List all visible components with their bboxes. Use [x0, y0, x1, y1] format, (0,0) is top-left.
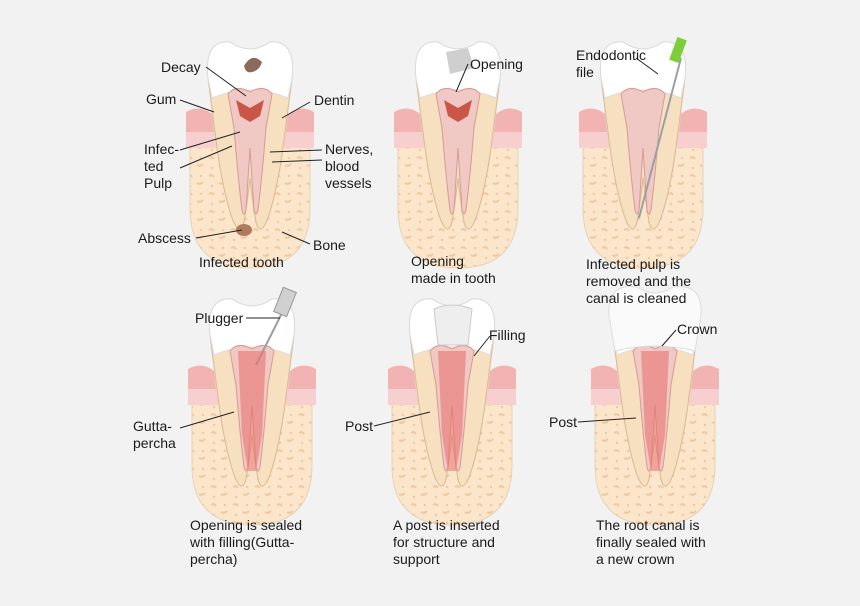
label-infected-pulp: Infec- ted Pulp	[144, 141, 180, 191]
gutta-percha-fill	[238, 351, 266, 471]
leader-line	[635, 57, 659, 75]
caption-post-inserted: A post is inserted for structure and sup…	[393, 517, 500, 567]
tooth-panel-post	[387, 298, 517, 526]
leader-line	[473, 335, 491, 357]
endodontic-file-handle	[669, 37, 687, 63]
tooth-panel-opening	[393, 41, 523, 269]
crown-cap	[608, 286, 702, 352]
leader-line	[281, 101, 311, 119]
tooth-panel-crown	[590, 286, 720, 526]
label-bone: Bone	[313, 237, 346, 253]
plugger-handle	[272, 286, 298, 318]
label-gutta-percha: Gutta- percha	[133, 418, 176, 451]
label-endodontic-file: Endodontic file	[576, 47, 647, 80]
caption-pulp-removed: Infected pulp is removed and the canal i…	[586, 256, 692, 306]
tooth-panel-cleaned	[578, 37, 708, 269]
caption-opening-made: Opening made in tooth	[411, 253, 496, 286]
leader-line	[281, 231, 311, 245]
gutta-percha-fill	[641, 351, 669, 471]
label-abscess: Abscess	[138, 230, 191, 246]
label-decay: Decay	[161, 59, 201, 75]
leader-line	[179, 131, 241, 151]
leader-line	[179, 411, 235, 429]
label-post: Post	[345, 418, 374, 434]
abscess-spot	[236, 224, 252, 236]
leader-line	[455, 63, 469, 93]
label-nerves: Nerves, blood vessels	[325, 141, 374, 191]
endodontic-file-shaft	[638, 57, 682, 219]
infected-pulp-area	[236, 100, 264, 122]
caption-sealed-filling: Opening is sealed with filling(Gutta- pe…	[190, 517, 303, 567]
label-dentin: Dentin	[314, 92, 355, 108]
leader-line	[577, 417, 637, 423]
leader-line	[661, 329, 677, 347]
tooth-panel-sealed	[187, 286, 317, 526]
infected-pulp-area	[444, 100, 472, 122]
leader-line	[179, 145, 233, 169]
label-post-final: Post	[549, 414, 578, 430]
leader-line	[195, 229, 243, 239]
leader-line	[205, 66, 247, 97]
caption-new-crown: The root canal is finally sealed with a …	[596, 517, 706, 567]
filling-material	[433, 304, 473, 346]
label-plugger: Plugger	[195, 310, 244, 326]
tooth-panel-infected	[185, 41, 315, 269]
leader-line	[373, 411, 431, 427]
leader-line	[271, 159, 323, 163]
label-filling: Filling	[489, 327, 526, 343]
label-opening: Opening	[470, 56, 523, 72]
gutta-percha-fill	[438, 351, 466, 471]
label-crown: Crown	[677, 321, 718, 337]
leader-line	[269, 149, 323, 153]
label-gum: Gum	[146, 91, 177, 107]
caption-infected-tooth: Infected tooth	[199, 254, 284, 270]
leader-line	[179, 99, 215, 113]
decay-spot	[244, 57, 262, 73]
